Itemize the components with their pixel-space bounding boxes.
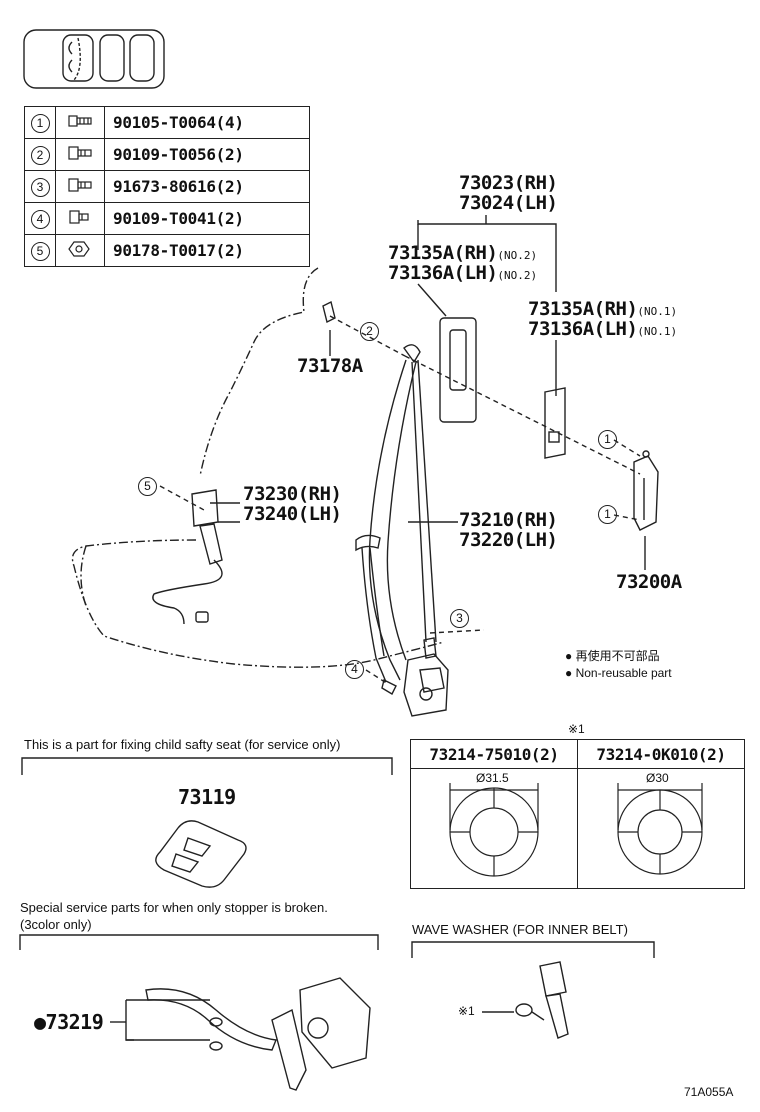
callout-number: 5 xyxy=(30,242,50,261)
bolt-icon xyxy=(68,145,92,160)
inner-buckle-assembly xyxy=(152,489,223,625)
callout-1-lower: 1 xyxy=(598,505,617,524)
child-seat-anchor-73119 xyxy=(155,820,247,888)
outer-anchor-73200a xyxy=(633,450,659,531)
assembly-leaders xyxy=(159,315,641,685)
vehicle-locator-icon xyxy=(23,29,165,89)
anchor-cover-no2 xyxy=(439,317,477,423)
callout-1-upper: 1 xyxy=(598,430,617,449)
callout-2: 2 xyxy=(360,322,379,341)
wave-washer-mark: ※1 xyxy=(458,1004,475,1018)
fastener-row: 2 90109-T0056(2) xyxy=(24,138,310,171)
callout-number: 2 xyxy=(30,146,50,165)
washer-header: 73214-0K010(2) xyxy=(577,739,745,769)
part-label-73136a-no2: 73136A(LH)(NO.2) xyxy=(388,262,538,284)
fastener-table: 1 90105-T0064(4) 2 90109-T0056(2) 3 9167… xyxy=(24,106,310,267)
wave-washer-title: WAVE WASHER (FOR INNER BELT) xyxy=(412,922,628,937)
part-label-73119: 73119 xyxy=(178,785,236,809)
part-label-73023: 73023(RH) xyxy=(459,172,558,194)
stopper-belt-drawing xyxy=(145,988,277,1051)
wave-washer-drawing xyxy=(482,961,569,1039)
fastener-row: 3 91673-80616(2) xyxy=(24,170,310,203)
part-number: 90109-T0056(2) xyxy=(104,138,310,171)
fastener-row: 1 90105-T0064(4) xyxy=(24,106,310,139)
callout-brackets xyxy=(210,215,646,570)
part-label-73135a-no2: 73135A(RH)(NO.2) xyxy=(388,242,538,264)
upper-anchor-73178a xyxy=(322,300,336,324)
diagram-id: 71A055A xyxy=(684,1085,734,1099)
part-label-73240: 73240(LH) xyxy=(243,503,342,525)
washer-ref-mark: ※1 xyxy=(568,722,585,736)
child-seat-frame xyxy=(21,757,393,775)
callout-number: 1 xyxy=(30,114,50,133)
stopper-frame xyxy=(19,934,379,950)
seat-belt-webbing xyxy=(355,344,437,683)
part-number: 90105-T0064(4) xyxy=(104,106,310,139)
part-label-73210: 73210(RH) xyxy=(459,509,558,531)
stopper-note-sub: (3color only) xyxy=(20,917,92,932)
washer-header: 73214-75010(2) xyxy=(410,739,578,769)
callout-5: 5 xyxy=(138,477,157,496)
retractor-assembly xyxy=(403,637,449,717)
part-number: 91673-80616(2) xyxy=(104,170,310,203)
stopper-retractor-drawing xyxy=(299,977,371,1069)
part-label-73178a: 73178A xyxy=(297,355,363,377)
legend-english: ● Non-reusable part xyxy=(565,666,672,680)
short-bolt-icon xyxy=(69,209,89,224)
callout-4: 4 xyxy=(345,660,364,679)
stopper-button xyxy=(209,1017,223,1027)
callout-number: 4 xyxy=(30,210,50,229)
part-label-73136a-no1: 73136A(LH)(NO.1) xyxy=(528,318,678,340)
lower-anchor-plate xyxy=(381,678,397,695)
bolt-icon xyxy=(68,177,92,192)
part-label-73219: ●73219 xyxy=(34,1010,104,1034)
fastener-row: 4 90109-T0041(2) xyxy=(24,202,310,235)
anchor-cover-no1 xyxy=(544,387,566,459)
washer-cell xyxy=(577,768,745,889)
part-number: 90109-T0041(2) xyxy=(104,202,310,235)
callout-number: 3 xyxy=(30,178,50,197)
washer-table: 73214-75010(2) 73214-0K010(2) xyxy=(410,739,745,889)
part-label-73220: 73220(LH) xyxy=(459,529,558,551)
washer-cell xyxy=(410,768,578,889)
seat-outline xyxy=(71,267,445,668)
part-label-73230: 73230(RH) xyxy=(243,483,342,505)
flange-bolt-icon xyxy=(68,114,92,127)
legend-japanese: ● 再使用不可部品 xyxy=(565,649,660,663)
stopper-note: Special service parts for when only stop… xyxy=(20,900,328,915)
child-seat-note: This is a part for fixing child safty se… xyxy=(24,737,341,752)
washer-dim: Ø31.5 xyxy=(476,771,509,785)
washer-dim: Ø30 xyxy=(646,771,669,785)
part-label-73024: 73024(LH) xyxy=(459,192,558,214)
nut-icon xyxy=(68,240,90,257)
part-label-73200a: 73200A xyxy=(616,571,682,593)
wave-washer-frame xyxy=(411,941,655,958)
part-label-73135a-no1: 73135A(RH)(NO.1) xyxy=(528,298,678,320)
part-number: 90178-T0017(2) xyxy=(104,234,310,267)
fastener-row: 5 90178-T0017(2) xyxy=(24,234,310,267)
callout-3: 3 xyxy=(450,609,469,628)
